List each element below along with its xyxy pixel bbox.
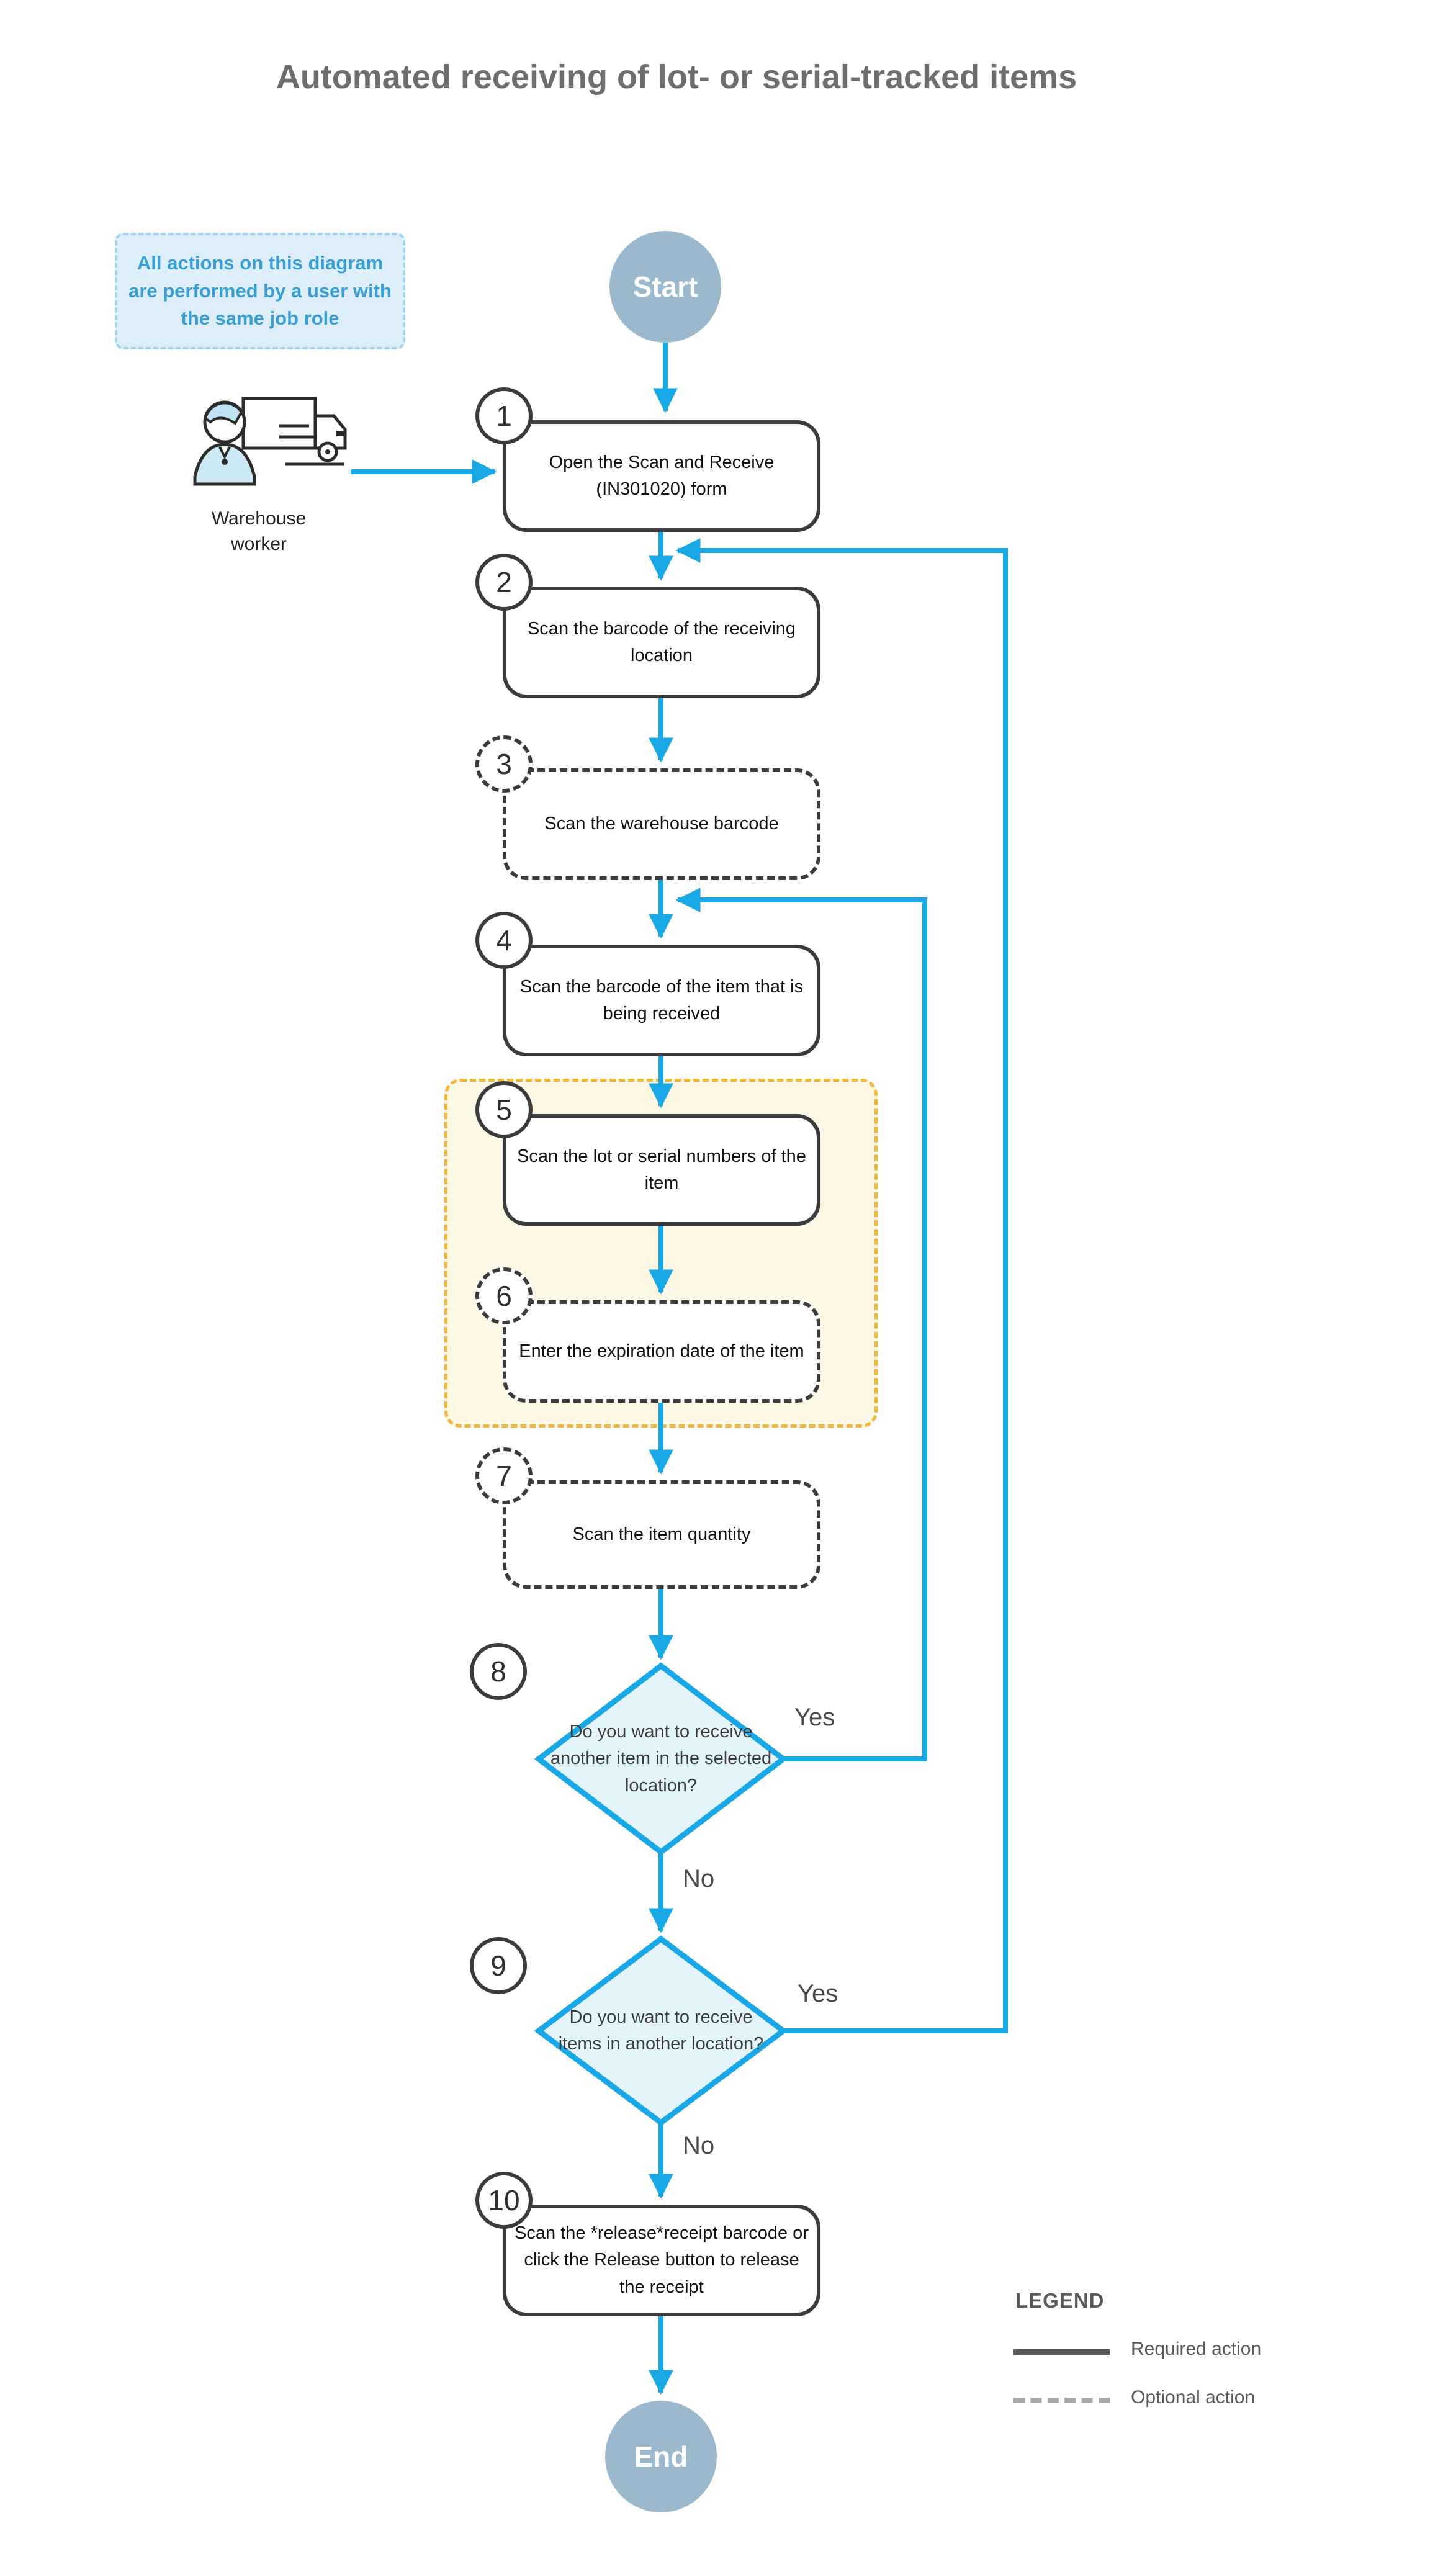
step-6-badge: 6	[475, 1267, 533, 1324]
decision-9-text: Do you want to receive items in another …	[558, 2007, 764, 2054]
decision-8-badge: 8	[470, 1643, 527, 1700]
legend-required-line	[1013, 2349, 1110, 2355]
step-2-badge: 2	[475, 554, 533, 611]
role-note-text: All actions on this diagram are performe…	[128, 251, 392, 330]
decision-9-yes-label: Yes	[798, 1980, 838, 2007]
step-10-badge: 10	[475, 2172, 533, 2229]
decision-9-no-label: No	[683, 2132, 715, 2159]
step-5-box: Scan the lot or serial numbers of the it…	[503, 1114, 820, 1226]
actor-label: Warehouse worker	[211, 508, 307, 554]
step-3-box: Scan the warehouse barcode	[503, 768, 820, 880]
decision-8-text: Do you want to receive another item in t…	[550, 1721, 772, 1796]
legend-required-label: Required action	[1131, 2339, 1262, 2359]
step-4-box: Scan the barcode of the item that is bei…	[503, 945, 820, 1056]
step-10-text: Scan the *release*receipt barcode or cli…	[515, 2223, 809, 2297]
step-5-badge: 5	[475, 1081, 533, 1138]
decision-9-badge: 9	[470, 1937, 527, 1994]
step-10-box: Scan the *release*receipt barcode or cli…	[503, 2205, 820, 2316]
step-5-text: Scan the lot or serial numbers of the it…	[517, 1146, 806, 1194]
step-1-box: Open the Scan and Receive (IN301020) for…	[503, 420, 820, 532]
step-6-text: Enter the expiration date of the item	[519, 1341, 804, 1361]
step-3-badge: 3	[475, 735, 533, 793]
legend-optional-label: Optional action	[1131, 2387, 1256, 2408]
start-label: Start	[632, 271, 698, 303]
page-title: Automated receiving of lot- or serial-tr…	[276, 58, 1077, 96]
decision-8-yes-label: Yes	[794, 1704, 835, 1731]
warehouse-worker-icon	[193, 397, 347, 486]
legend-optional-line	[1013, 2398, 1110, 2403]
step-2-text: Scan the barcode of the receiving locati…	[527, 618, 796, 666]
step-6-box: Enter the expiration date of the item	[503, 1300, 820, 1403]
step-3-text: Scan the warehouse barcode	[544, 814, 779, 834]
end-label: End	[634, 2440, 688, 2473]
step-7-box: Scan the item quantity	[503, 1480, 820, 1589]
step-2-box: Scan the barcode of the receiving locati…	[503, 587, 820, 698]
legend-title: LEGEND	[1015, 2289, 1105, 2312]
role-note: All actions on this diagram are performe…	[115, 233, 405, 349]
decision-8-no-label: No	[683, 1865, 715, 1892]
step-1-text: Open the Scan and Receive (IN301020) for…	[549, 452, 775, 500]
step-4-badge: 4	[475, 912, 533, 969]
step-4-text: Scan the barcode of the item that is bei…	[519, 976, 804, 1024]
step-1-badge: 1	[475, 387, 533, 444]
end-node: End	[605, 2401, 717, 2512]
step-7-badge: 7	[475, 1447, 533, 1504]
start-node: Start	[609, 231, 721, 343]
step-7-text: Scan the item quantity	[572, 1524, 751, 1544]
